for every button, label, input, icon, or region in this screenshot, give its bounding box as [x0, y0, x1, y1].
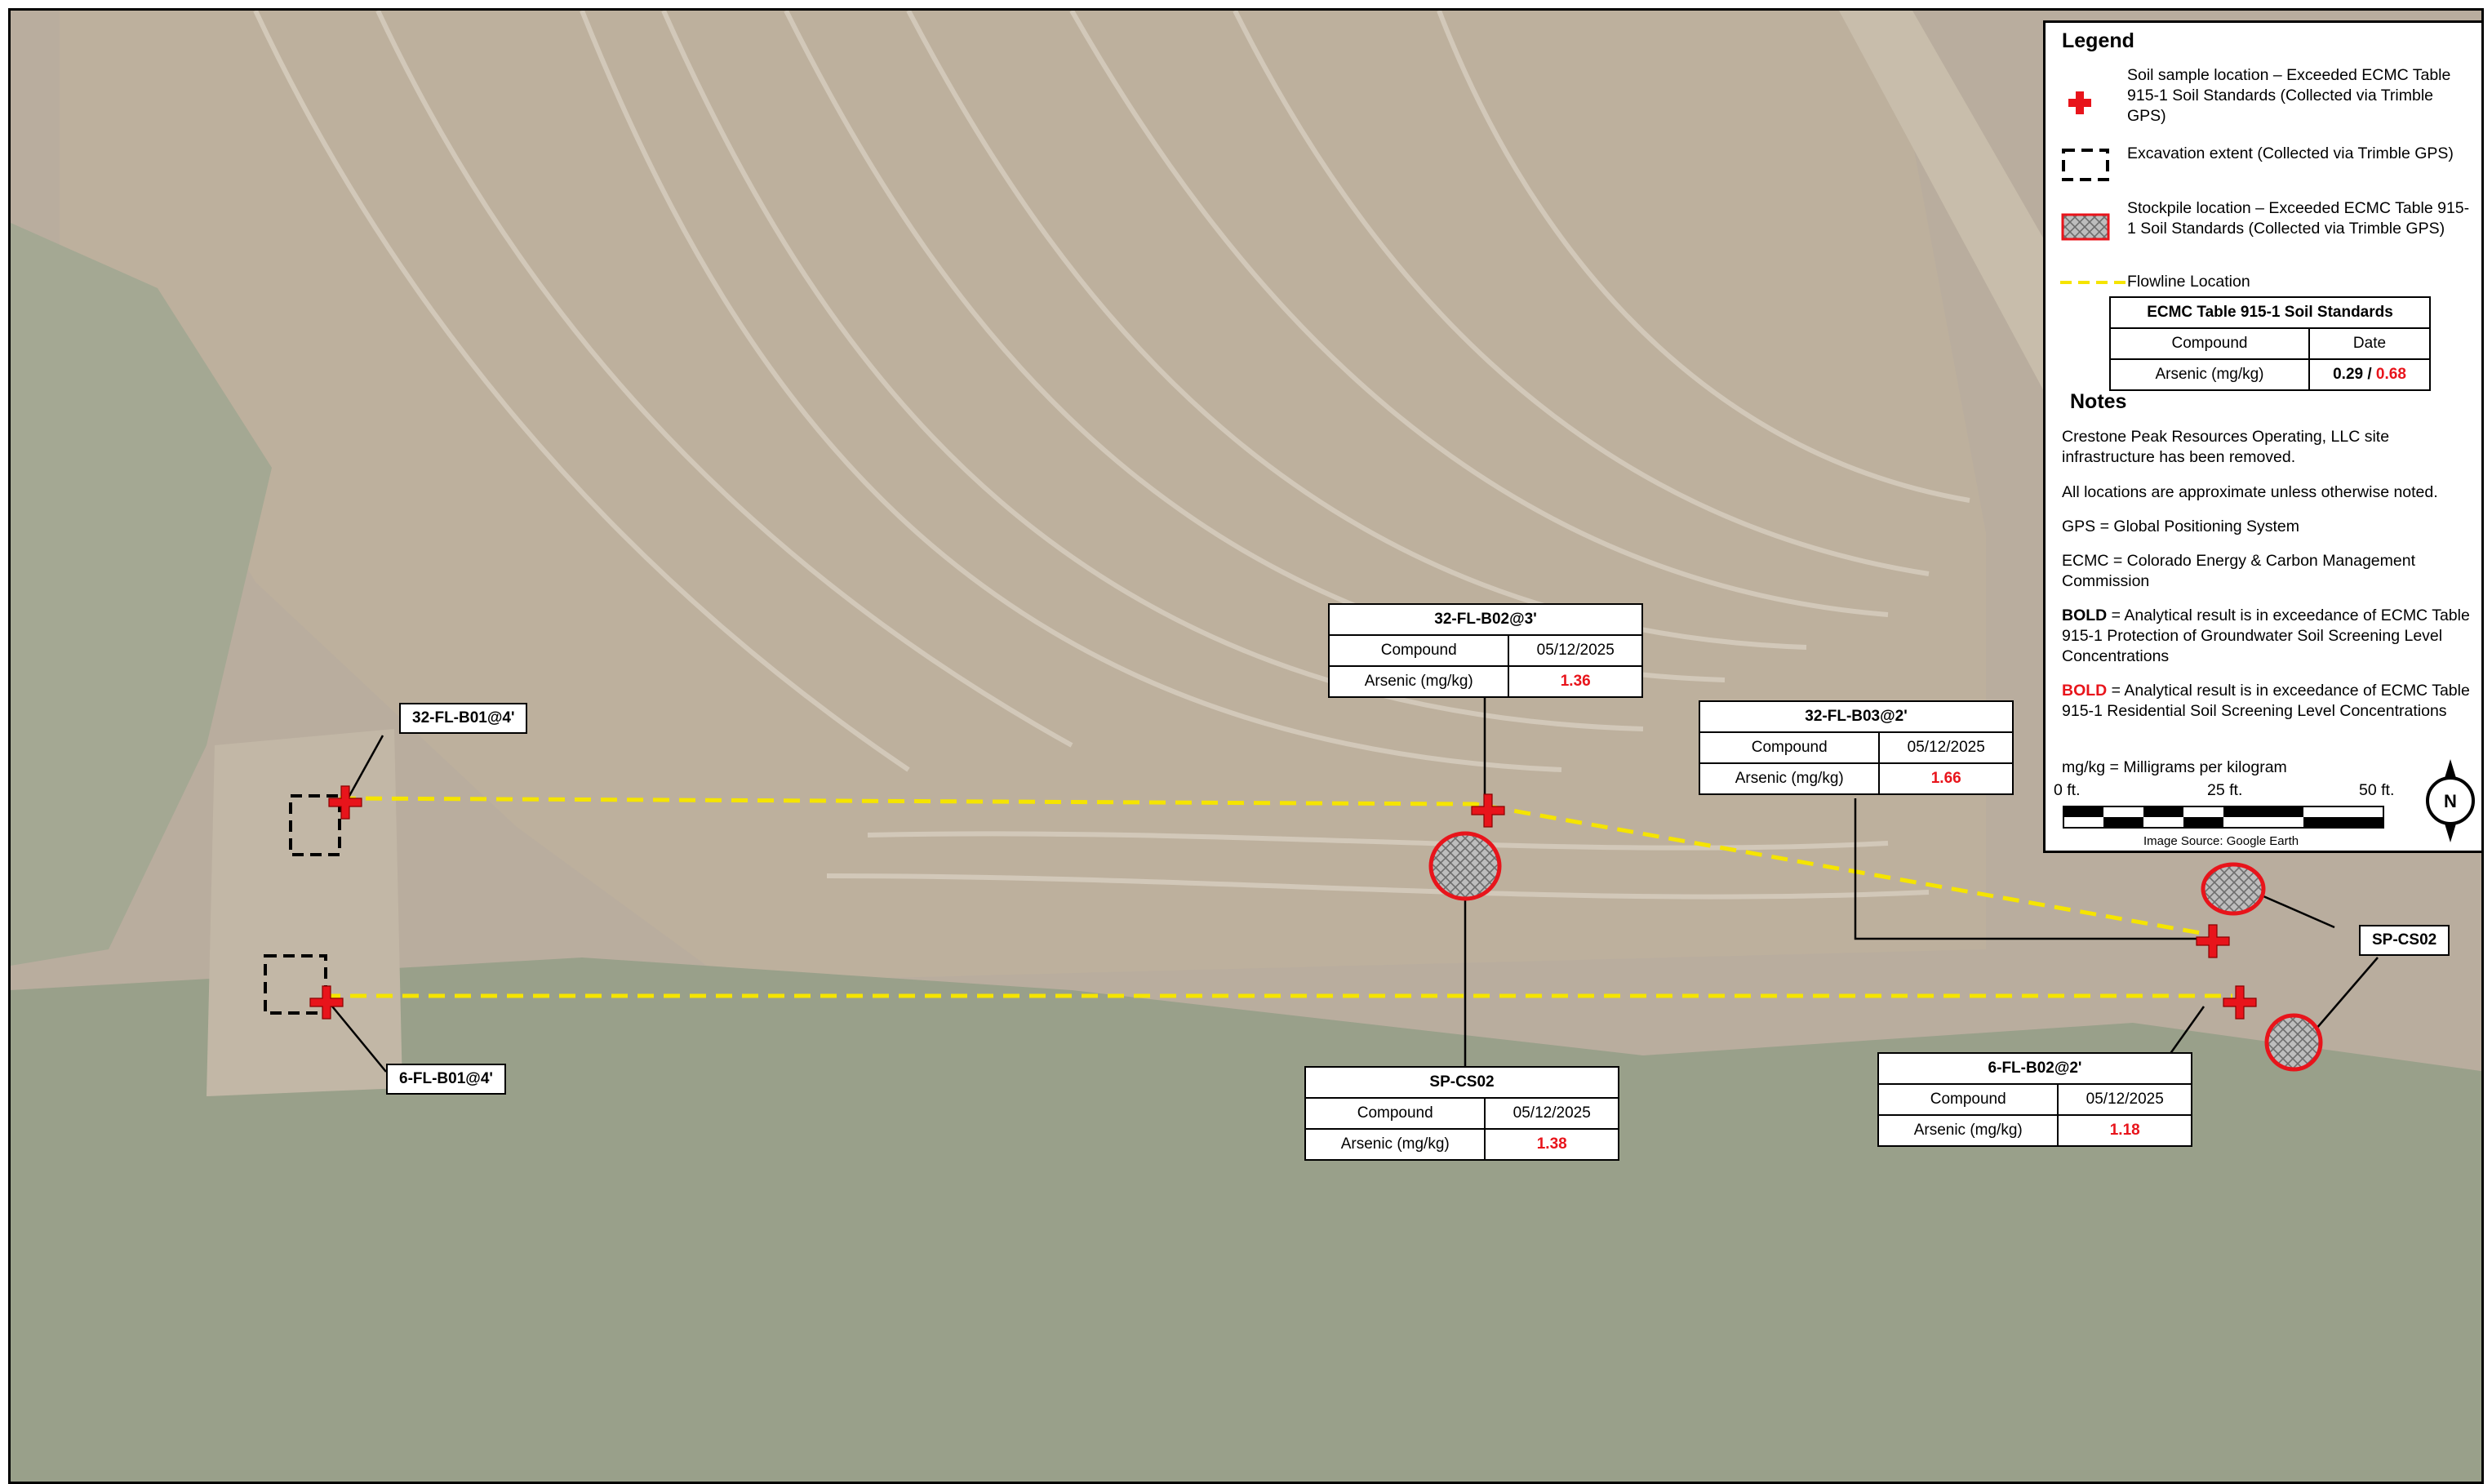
- sample-date: 05/12/2025: [1484, 1097, 1619, 1130]
- excavation-extent-south: [264, 954, 327, 1015]
- grass-area-left: [11, 223, 272, 966]
- legend-heading: Legend: [2062, 29, 2134, 52]
- plowed-field: [60, 11, 1986, 982]
- sample-marker-6-fl-b01: [309, 985, 344, 1020]
- soil-sample-legend-icon: [2068, 91, 2091, 114]
- compound-header: Compound: [1327, 634, 1510, 667]
- sample-marker-32-fl-b02: [1471, 793, 1505, 828]
- note-bold-residential: BOLD = Analytical result is in exceedanc…: [2062, 681, 2478, 722]
- legend-panel: Legend Soil sample location – Exceeded E…: [2043, 20, 2481, 853]
- red-bold-key-text: = Analytical result is in exceedance of …: [2062, 682, 2470, 720]
- sample-date: 05/12/2025: [2057, 1083, 2192, 1116]
- sample-marker-6-fl-b02: [2223, 985, 2257, 1020]
- north-arrow-label: N: [2444, 791, 2457, 811]
- north-arrow-icon: N: [2426, 759, 2475, 842]
- leader-lines: [328, 688, 2379, 1073]
- pad-area: [207, 729, 402, 1096]
- stockpile-legend-icon: [2061, 213, 2110, 241]
- sample-marker-32-fl-b03: [2196, 924, 2230, 958]
- sample-name: SP-CS02: [1304, 1066, 1619, 1099]
- arsenic-value: 1.18: [2057, 1114, 2192, 1147]
- compound-name: Arsenic (mg/kg): [1327, 665, 1510, 698]
- note-infrastructure: Crestone Peak Resources Operating, LLC s…: [2062, 428, 2390, 466]
- scale-bar: [2063, 806, 2384, 829]
- standard-residential-value: 0.68: [2375, 366, 2406, 383]
- flowline-legend-icon: [2060, 281, 2126, 284]
- compound-header: Compound: [1304, 1097, 1486, 1130]
- scale-tick-50: 50 ft.: [2359, 781, 2395, 799]
- sample-markers: [309, 785, 2257, 1020]
- compound-name: Arsenic (mg/kg): [1304, 1128, 1486, 1161]
- note-bold-groundwater: BOLD = Analytical result is in exceedanc…: [2062, 606, 2478, 667]
- note-ecmc: ECMC = Colorado Energy & Carbon Manageme…: [2062, 552, 2416, 590]
- scale-tick-0: 0 ft.: [2054, 781, 2081, 799]
- sample-date: 05/12/2025: [1508, 634, 1643, 667]
- arsenic-value: 1.66: [1878, 762, 2014, 795]
- compound-header: Compound: [1698, 731, 1881, 764]
- legend-stockpile-text: Stockpile location – Exceeded ECMC Table…: [2127, 199, 2470, 238]
- standards-table-title: ECMC Table 915-1 Soil Standards: [2109, 296, 2431, 329]
- legend-soil-sample-text: Soil sample location – Exceeded ECMC Tab…: [2127, 66, 2451, 125]
- compound-header: Compound: [1877, 1083, 2059, 1116]
- sample-date: 05/12/2025: [1878, 731, 2014, 764]
- bold-key-text: = Analytical result is in exceedance of …: [2062, 606, 2470, 665]
- sample-name: 32-FL-B02@3': [1328, 603, 1643, 636]
- label-6-fl-b01: 6-FL-B01@4': [386, 1064, 506, 1095]
- compound-name: Arsenic (mg/kg): [1877, 1114, 2059, 1147]
- map-frame: 32-FL-B01@4' 6-FL-B01@4' SP-CS02 32-FL-B…: [8, 8, 2484, 1484]
- standards-values: 0.29 / 0.68: [2308, 358, 2431, 391]
- note-gps: GPS = Global Positioning System: [2062, 518, 2300, 535]
- standard-groundwater-value: 0.29: [2333, 366, 2364, 383]
- label-32-fl-b01: 32-FL-B01@4': [399, 703, 528, 734]
- excavation-extent-north: [289, 794, 341, 856]
- stockpile-northeast: [2201, 862, 2266, 916]
- standards-compound: Arsenic (mg/kg): [2109, 358, 2310, 391]
- flowlines: [324, 796, 2232, 998]
- bold-key: BOLD: [2062, 606, 2108, 624]
- note-approximate: All locations are approximate unless oth…: [2062, 483, 2438, 501]
- excavation-legend-icon: [2062, 149, 2109, 181]
- sample-marker-32-fl-b01: [328, 785, 362, 820]
- note-mgkg: mg/kg = Milligrams per kilogram: [2062, 758, 2287, 776]
- standards-date-header: Date: [2308, 327, 2431, 360]
- stockpile-southeast: [2264, 1013, 2323, 1072]
- standards-compound-header: Compound: [2109, 327, 2310, 360]
- image-source: Image Source: Google Earth: [2143, 834, 2299, 848]
- legend-excavation-text: Excavation extent (Collected via Trimble…: [2127, 144, 2454, 162]
- standards-separator: /: [2363, 366, 2376, 383]
- label-sp-cs02-right: SP-CS02: [2359, 925, 2450, 956]
- arsenic-value: 1.36: [1508, 665, 1643, 698]
- scale-tick-25: 25 ft.: [2207, 781, 2243, 799]
- grass-area: [11, 957, 2481, 1482]
- compound-name: Arsenic (mg/kg): [1698, 762, 1881, 795]
- notes-heading: Notes: [2070, 390, 2127, 413]
- sample-name: 6-FL-B02@2': [1877, 1052, 2192, 1085]
- stockpile-center: [1428, 831, 1502, 901]
- standards-table: ECMC Table 915-1 Soil Standards Compound…: [2109, 296, 2431, 391]
- legend-flowline-text: Flowline Location: [2127, 273, 2250, 291]
- arsenic-value: 1.38: [1484, 1128, 1619, 1161]
- red-bold-key: BOLD: [2062, 682, 2108, 700]
- sample-name: 32-FL-B03@2': [1699, 700, 2014, 733]
